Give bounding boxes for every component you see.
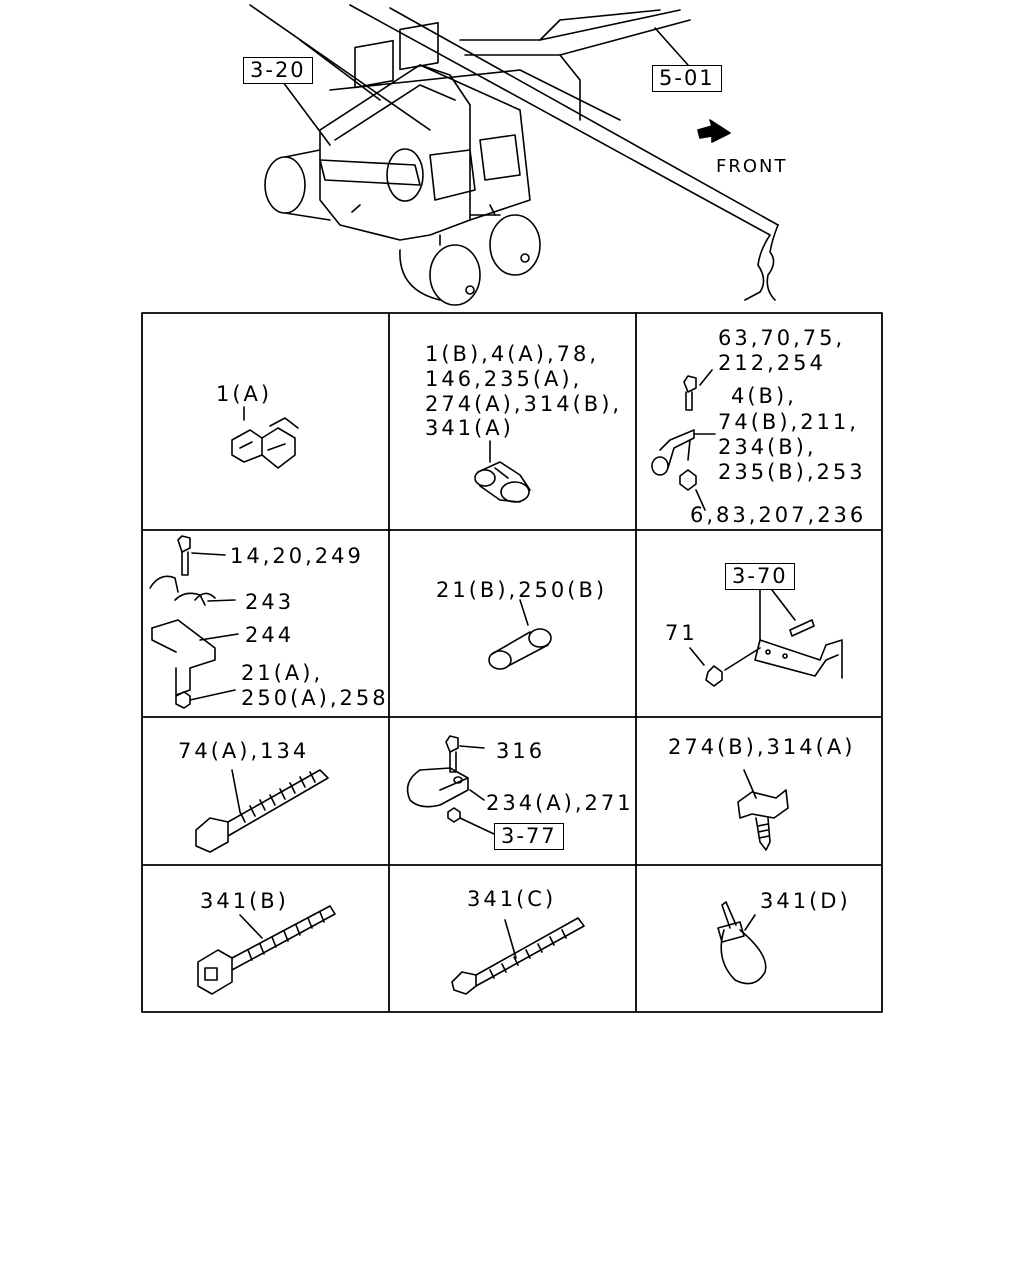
part-label: 74(A),134 — [178, 739, 310, 763]
part-label: 21(B),250(B) — [436, 578, 608, 602]
bracket-3-70-drawing — [689, 589, 843, 687]
part-label: 274(B),314(A) — [668, 735, 856, 759]
part-label-1a: 1(A) — [216, 382, 273, 406]
part-label: 274(A),314(B), — [425, 392, 623, 416]
stacked-clamp-drawing — [149, 535, 239, 709]
part-label: 234(B), — [718, 435, 817, 459]
cable-tie-341d-drawing — [717, 901, 767, 985]
part-label: 1(B),4(A),78, — [425, 342, 600, 366]
cable-tie-74a-drawing — [195, 769, 329, 853]
p-clamp-drawing — [406, 735, 495, 835]
part-label: 244 — [245, 623, 295, 647]
part-label-71: 71 — [665, 621, 698, 645]
frame-rail-drawing — [249, 4, 779, 301]
part-label: 341(A) — [425, 416, 514, 440]
clip-274b-drawing — [737, 769, 789, 851]
cable-tie-341c-drawing — [451, 917, 585, 995]
part-label: 234(A),271 — [486, 791, 634, 815]
part-label: 6,83,207,236 — [690, 503, 867, 527]
clamp-bolt-drawing — [651, 369, 716, 511]
leader-3-20 — [282, 81, 331, 146]
cable-tie-341b-drawing — [197, 905, 336, 995]
part-label: 250(A),258 — [241, 686, 389, 710]
parts-grid — [141, 312, 883, 1013]
part-label: 212,254 — [718, 351, 826, 375]
ref-box-5-01: 5-01 — [652, 65, 722, 92]
ref-box-3-20: 3-20 — [243, 57, 313, 84]
part-label: 4(B), — [731, 384, 797, 408]
part-label-316: 316 — [496, 739, 546, 763]
part-label: 146,235(A), — [425, 367, 583, 391]
double-clip-drawing — [474, 440, 531, 503]
part-label: 235(B),253 — [718, 460, 866, 484]
ref-box-3-70: 3-70 — [725, 563, 795, 590]
part-label: 21(A), — [241, 661, 324, 685]
ref-box-3-77: 3-77 — [494, 823, 564, 850]
clip-1a-drawing — [231, 406, 299, 469]
part-label-341d: 341(D) — [760, 889, 851, 913]
leader-5-01 — [654, 27, 689, 66]
part-label-341b: 341(B) — [200, 889, 289, 913]
front-label: FRONT — [716, 156, 788, 177]
part-label-341c: 341(C) — [467, 887, 557, 911]
spacer-drawing — [488, 599, 552, 670]
front-arrow-icon — [697, 119, 731, 143]
part-label: 74(B),211, — [718, 410, 859, 434]
part-label: 63,70,75, — [718, 326, 846, 350]
part-label: 243 — [245, 590, 295, 614]
bracket-assembly-drawing — [264, 21, 541, 306]
part-label: 14,20,249 — [230, 544, 364, 568]
